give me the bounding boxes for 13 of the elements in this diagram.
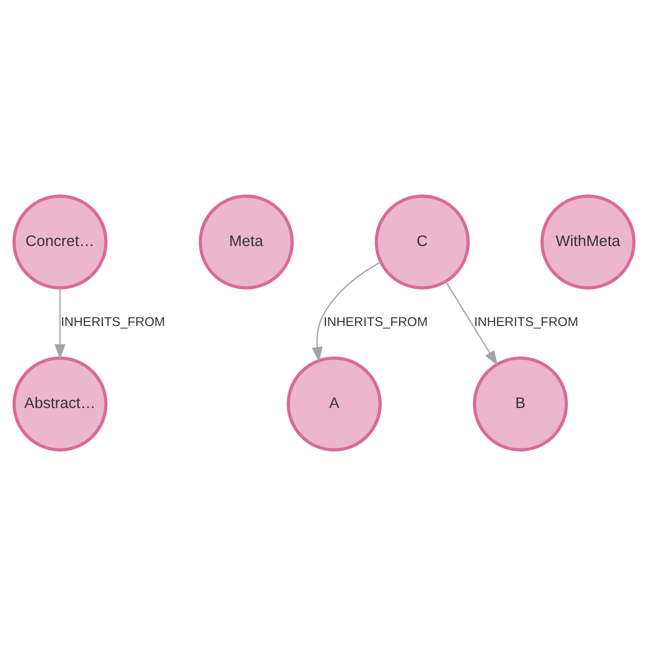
node-circle: Abstract…: [12, 356, 108, 451]
edge-label: INHERITS_FROM: [474, 314, 578, 329]
node-circle: A: [286, 356, 382, 451]
arrow: [445, 280, 498, 366]
edge-label: INHERITS_FROM: [60, 314, 165, 329]
node-circle: B: [472, 356, 568, 451]
node-circle: WithMeta: [540, 194, 636, 290]
node-circle: Concret…: [12, 194, 108, 290]
arrow: [54, 288, 66, 360]
edge-label: INHERITS_FROM: [324, 314, 428, 329]
arrow: [312, 260, 382, 362]
node-circle: Meta: [198, 194, 294, 290]
node-circle: C: [374, 194, 470, 290]
